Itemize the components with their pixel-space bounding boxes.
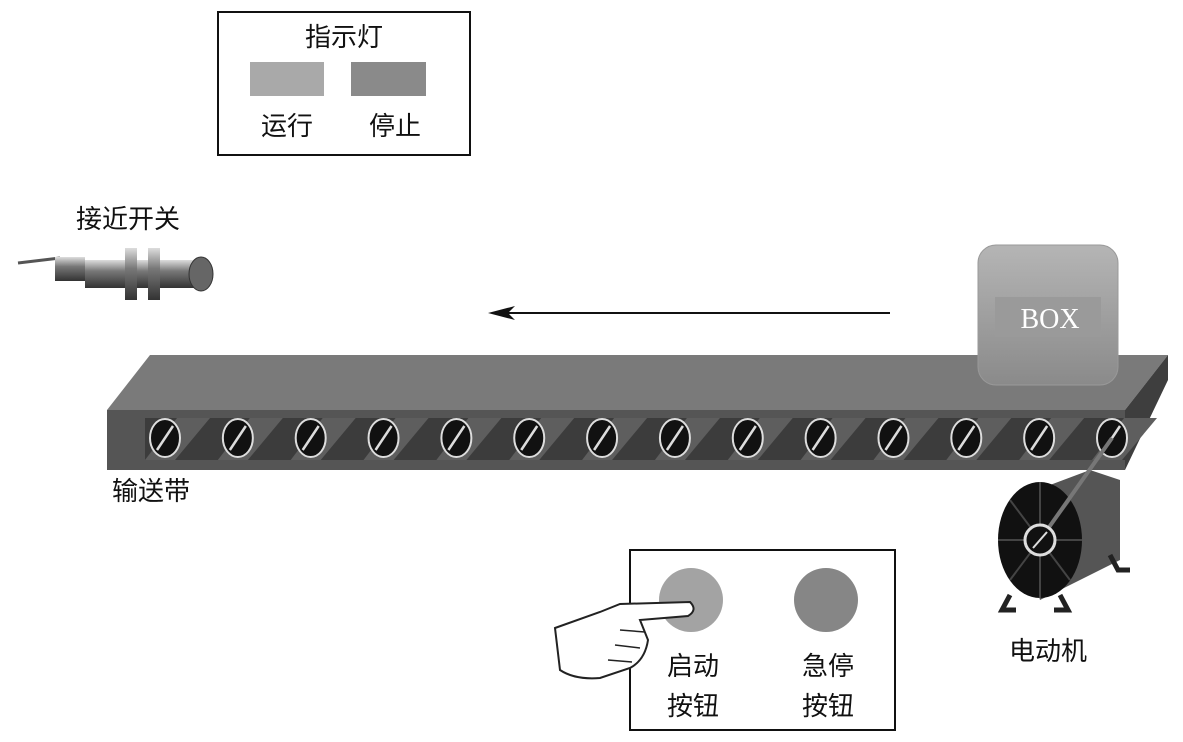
start-button[interactable] <box>659 568 723 632</box>
run-lamp-label: 运行 <box>261 112 313 142</box>
roller-slot <box>811 425 830 451</box>
roller-slot <box>665 425 684 451</box>
roller-slot <box>884 425 903 451</box>
start-button-label-1: 启动 <box>667 652 719 682</box>
roller-slot <box>301 425 320 451</box>
estop-button-label-2: 按钮 <box>802 692 854 722</box>
roller-slot <box>155 425 175 451</box>
run-lamp <box>250 62 324 96</box>
box-item: BOX <box>977 244 1119 386</box>
indicator-title: 指示灯 <box>305 23 383 53</box>
roller-slot <box>374 425 393 451</box>
start-button-label-2: 按钮 <box>667 692 719 722</box>
conveyor-label: 输送带 <box>112 477 190 507</box>
motor-icon <box>997 436 1130 613</box>
sensor-label: 接近开关 <box>76 205 180 235</box>
pointing-hand-icon <box>553 600 695 680</box>
roller-slot <box>447 425 466 451</box>
roller-slot <box>957 425 976 451</box>
motor-label: 电动机 <box>1009 637 1087 667</box>
stop-lamp-label: 停止 <box>369 112 421 142</box>
conveyor-belt <box>107 355 1168 470</box>
estop-button-label-1: 急停 <box>802 652 854 682</box>
roller-slot <box>520 425 539 451</box>
proximity-sensor-icon <box>17 248 214 300</box>
box-label: BOX <box>1020 304 1079 335</box>
roller-slot <box>1030 425 1049 451</box>
indicator-panel: 指示灯 运行 停止 <box>217 11 471 156</box>
roller-slot <box>593 425 612 451</box>
stop-lamp <box>351 62 426 96</box>
roller-slot <box>738 425 757 451</box>
emergency-stop-button[interactable] <box>794 568 858 632</box>
direction-arrow <box>488 306 890 320</box>
roller-slot <box>228 425 247 451</box>
